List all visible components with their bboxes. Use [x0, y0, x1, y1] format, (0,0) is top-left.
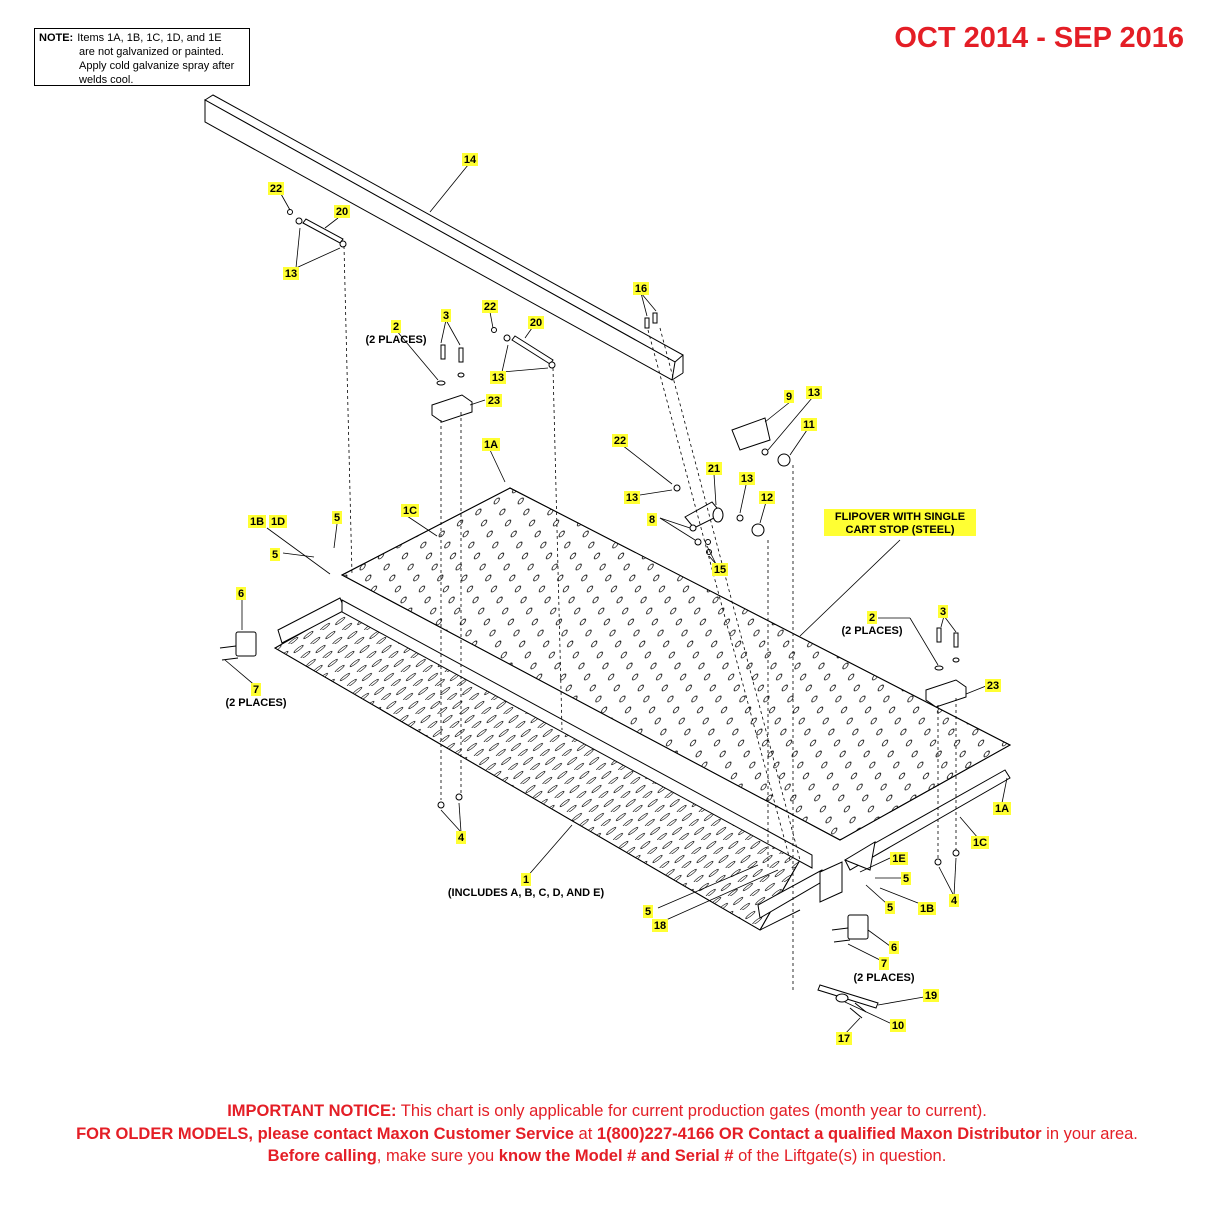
callout-5: 5 [272, 549, 278, 561]
date-range-title: OCT 2014 - SEP 2016 [894, 22, 1184, 54]
callout-2: 2 [393, 321, 399, 333]
notice-know-model: know the Model # and Serial # [498, 1147, 734, 1165]
callout-1b: 1B [920, 903, 934, 915]
notice-important-label: IMPORTANT NOTICE: [227, 1102, 397, 1120]
callout-22: 22 [484, 301, 496, 313]
leader-lines [224, 164, 1008, 1036]
callout-1c: 1C [403, 505, 417, 517]
callout-8: 8 [649, 514, 655, 526]
callout-17: 17 [838, 1033, 850, 1045]
callout-6: 6 [238, 588, 244, 600]
hardware-parts [219, 209, 967, 1019]
callout-19: 19 [925, 990, 937, 1002]
callout-13: 13 [626, 492, 638, 504]
notice-at: at [573, 1124, 597, 1143]
callout-5: 5 [645, 906, 651, 918]
flipover-label-line1: FLIPOVER WITH SINGLE [835, 511, 965, 523]
callout-22: 22 [270, 183, 282, 195]
notice-before-calling: Before calling [267, 1147, 377, 1165]
note-line: welds cool. [79, 74, 134, 86]
callout-15: 15 [714, 564, 726, 576]
callout-1: 1 [523, 874, 529, 886]
callout-1a: 1A [995, 803, 1009, 815]
callout-13: 13 [285, 268, 297, 280]
callout-9: 9 [786, 391, 792, 403]
callout-2: 2 [869, 612, 875, 624]
callout-13: 13 [808, 387, 820, 399]
callout-7-places: (2 PLACES) [225, 697, 286, 709]
note-line: are not galvanized or painted. [79, 46, 224, 58]
note-heading: NOTE: [39, 32, 74, 44]
notice-in-area: in your area. [1041, 1124, 1138, 1143]
callout-3: 3 [940, 606, 946, 618]
callout-13: 13 [741, 473, 753, 485]
callout-2-places: (2 PLACES) [365, 334, 426, 346]
callout-21: 21 [708, 463, 720, 475]
callout-20: 20 [530, 317, 542, 329]
notice-important-text: This chart is only applicable for curren… [396, 1102, 987, 1120]
callout-10: 10 [892, 1020, 904, 1032]
notice-older-label: FOR OLDER MODELS, please contact Maxon C… [76, 1124, 574, 1143]
callout-1d: 1D [271, 516, 285, 528]
callout-1a: 1A [484, 439, 498, 451]
callout-13: 13 [492, 372, 504, 384]
callout-11: 11 [803, 419, 815, 431]
callout-16: 16 [635, 283, 647, 295]
notice-phone: 1(800)227-4166 OR Contact a qualified Ma… [596, 1124, 1042, 1143]
callout-5: 5 [903, 873, 909, 885]
important-notice: IMPORTANT NOTICE: This chart is only app… [60, 1100, 1154, 1168]
callout-7: 7 [881, 958, 887, 970]
callout-7-places: (2 PLACES) [853, 972, 914, 984]
callout-2-places: (2 PLACES) [841, 625, 902, 637]
callout-5: 5 [887, 902, 893, 914]
callout-3: 3 [443, 310, 449, 322]
callout-1e: 1E [892, 853, 905, 865]
callout-23: 23 [488, 395, 500, 407]
callout-labels: 14 22 20 13 2 (2 PLACES) 3 23 22 20 13 1… [225, 153, 1011, 1045]
callout-18: 18 [654, 920, 666, 932]
callout-7: 7 [253, 684, 259, 696]
callout-4: 4 [458, 832, 465, 844]
callout-23: 23 [987, 680, 999, 692]
platform-deck [273, 487, 1012, 931]
bar-part-14 [204, 94, 684, 381]
notice-make-sure: , make sure you [376, 1147, 499, 1165]
callout-22: 22 [614, 435, 626, 447]
note-line: Apply cold galvanize spray after [79, 60, 235, 72]
note-line: Items 1A, 1B, 1C, 1D, and 1E [77, 32, 222, 44]
callout-1b: 1B [250, 516, 264, 528]
flipover-label-line2: CART STOP (STEEL) [846, 524, 955, 536]
callout-6: 6 [891, 942, 897, 954]
note-box: NOTE: Items 1A, 1B, 1C, 1D, and 1E are n… [34, 28, 250, 86]
callout-14: 14 [464, 154, 477, 166]
callout-4: 4 [951, 895, 958, 907]
callout-1c: 1C [973, 837, 987, 849]
callout-20: 20 [336, 206, 348, 218]
notice-of-liftgate: of the Liftgate(s) in question. [733, 1147, 947, 1165]
callout-1-includes: (INCLUDES A, B, C, D, AND E) [448, 887, 605, 899]
callout-5: 5 [334, 512, 340, 524]
callout-12: 12 [761, 492, 773, 504]
